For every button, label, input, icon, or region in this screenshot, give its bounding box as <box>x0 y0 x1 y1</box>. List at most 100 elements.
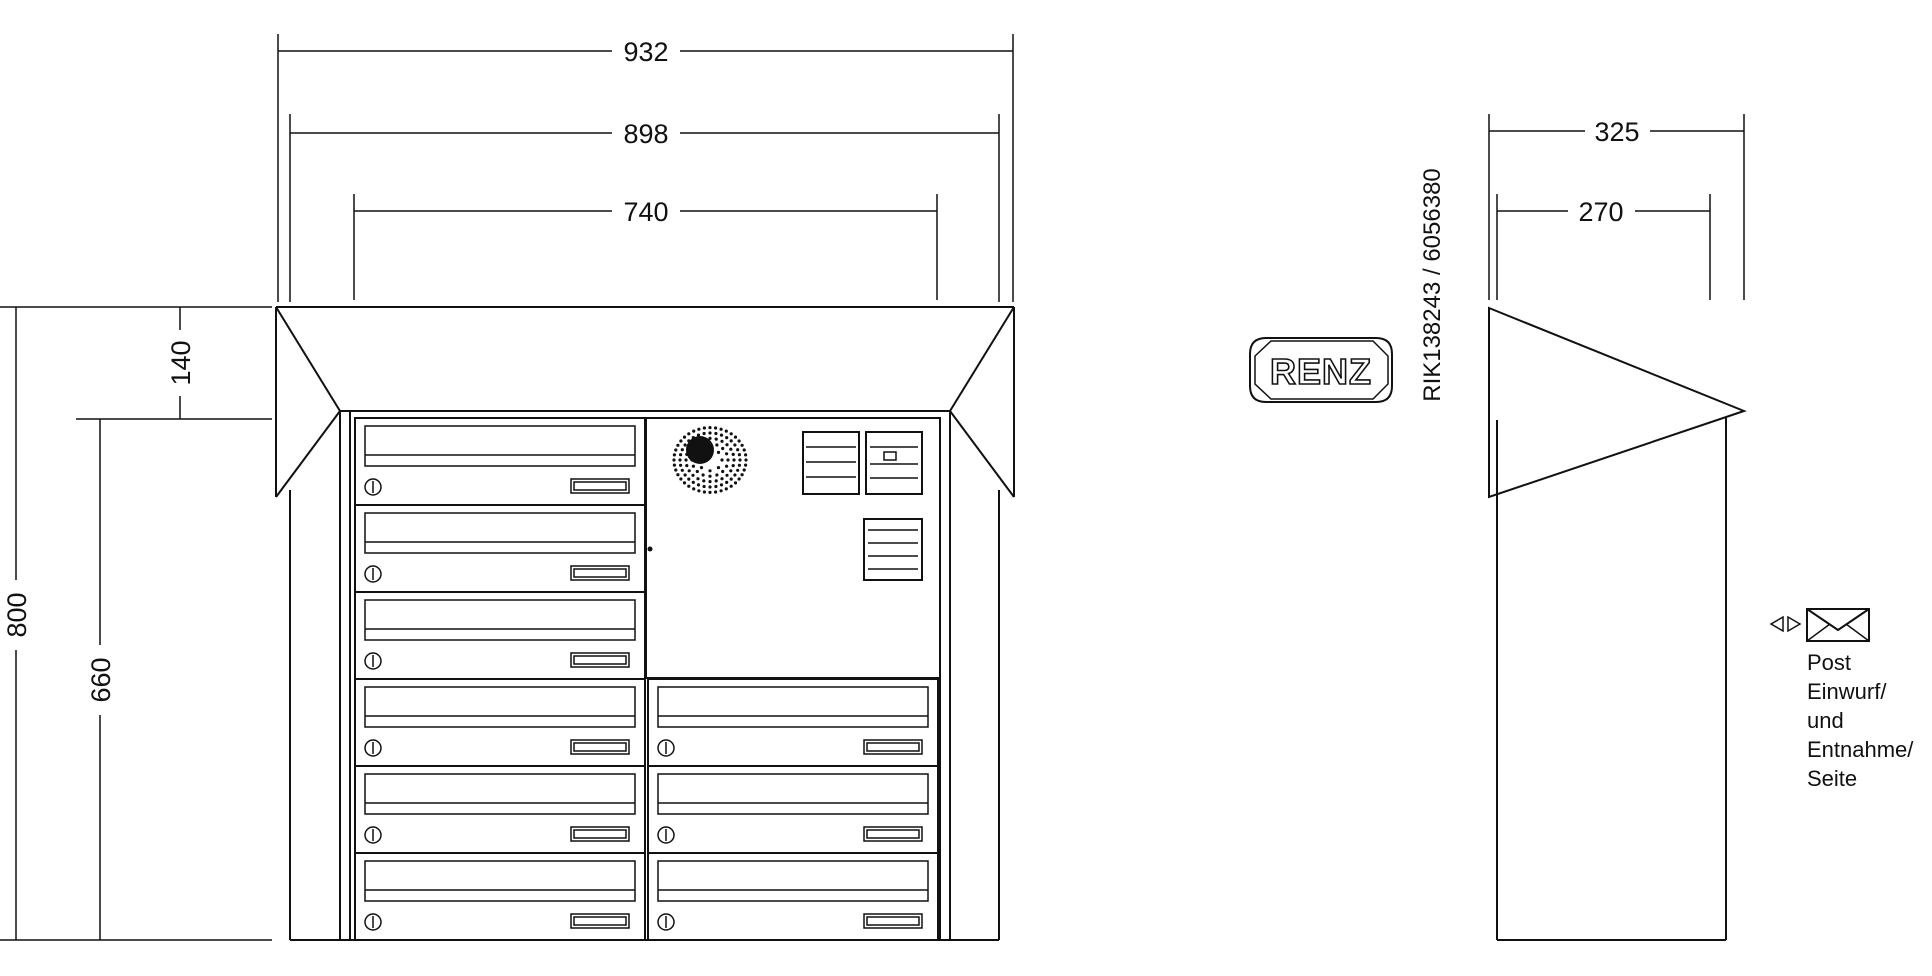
dimension-lower-height: 660 <box>76 418 272 940</box>
speaker-hole <box>683 473 687 477</box>
speaker-hole <box>687 477 691 481</box>
speaker-hole <box>679 463 683 467</box>
lock-icon <box>364 739 382 757</box>
mailbox-unit <box>354 504 646 593</box>
speaker-hole <box>714 484 718 489</box>
dimension-value-932: 932 <box>623 37 668 67</box>
access-side-indicator: Post Einwurf/ und Entnahme/ Seite <box>1769 608 1914 791</box>
logo-text: RENZ <box>1270 351 1372 392</box>
front-view <box>275 306 1015 941</box>
mail-slot-flap <box>364 599 636 641</box>
speaker-hole <box>719 433 724 437</box>
left-right-arrows-icon <box>1769 615 1802 633</box>
speaker-hole <box>672 458 676 462</box>
speaker-hole <box>699 466 704 470</box>
speaker-hole <box>682 481 687 485</box>
name-tag <box>570 652 630 668</box>
speaker-hole <box>725 436 729 440</box>
lock-icon <box>364 913 382 931</box>
lock-icon <box>657 826 675 844</box>
speaker-hole <box>691 473 695 477</box>
speaker-hole <box>737 439 741 443</box>
speaker-hole <box>729 439 733 443</box>
speaker-hole <box>672 463 677 467</box>
speaker-hole <box>708 469 712 473</box>
speaker-hole <box>697 489 701 493</box>
speaker-hole <box>674 448 678 452</box>
bell-button-panel-icon <box>802 431 923 495</box>
mailbox-column-right <box>647 678 939 941</box>
speaker-hole <box>679 439 683 443</box>
speaker-hole <box>696 439 700 443</box>
speaker-hole <box>719 489 723 493</box>
speaker-hole <box>678 458 682 462</box>
dimension-value-740: 740 <box>623 197 668 227</box>
dimension-roof-height: 140 <box>166 307 196 419</box>
speaker-hole <box>680 468 684 472</box>
mail-slot-flap <box>364 425 636 467</box>
speaker-hole <box>691 480 695 484</box>
speaker-hole <box>702 484 706 489</box>
speaker-hole <box>737 453 742 457</box>
dimension-value-325: 325 <box>1594 117 1639 147</box>
speaker-hole <box>725 473 729 477</box>
dimension-value-270: 270 <box>1578 197 1623 227</box>
roof-canopy <box>275 306 1015 498</box>
speaker-hole <box>708 474 712 478</box>
speaker-hole <box>714 479 718 483</box>
speaker-hole <box>708 442 712 446</box>
speaker-hole <box>729 477 733 481</box>
speaker-hole <box>732 458 736 462</box>
lock-icon <box>364 652 382 670</box>
name-tag <box>570 565 630 581</box>
speaker-hole <box>695 469 699 474</box>
speaker-hole <box>721 446 725 451</box>
speaker-hole <box>720 439 724 443</box>
speaker-hole <box>733 435 738 439</box>
speaker-hole <box>696 477 700 481</box>
name-tag-panel-icon <box>863 518 923 581</box>
speaker-hole <box>702 426 707 430</box>
speaker-hole <box>676 473 680 477</box>
speaker-hole <box>729 469 733 473</box>
speaker-hole <box>697 427 701 431</box>
speaker-hole <box>687 447 691 451</box>
speaker-hole <box>714 490 718 494</box>
lock-icon <box>364 826 382 844</box>
name-tag <box>863 913 923 929</box>
dimension-value-800: 800 <box>2 592 32 637</box>
speaker-hole <box>708 490 712 494</box>
mailbox-unit <box>647 678 939 767</box>
speaker-hole <box>736 468 740 472</box>
mailbox-unit <box>354 852 646 941</box>
speaker-hole <box>701 443 705 447</box>
speaker-hole <box>731 452 735 456</box>
mail-slot-flap <box>364 686 636 728</box>
speaker-hole <box>699 450 704 454</box>
speaker-hole <box>708 436 712 440</box>
speaker-hole <box>740 473 744 477</box>
speaker-hole <box>737 463 742 467</box>
speaker-hole <box>683 443 687 447</box>
dimension-value-140: 140 <box>166 340 196 385</box>
speaker-hole <box>702 437 706 441</box>
speaker-hole <box>729 484 733 488</box>
mailbox-unit <box>354 678 646 767</box>
article-code: RIK138243 / 6056380 <box>1419 168 1446 402</box>
speaker-hole <box>742 468 746 472</box>
speaker-hole <box>708 426 712 430</box>
mail-slot-flap <box>364 512 636 554</box>
access-label-line-2: Einwurf/ <box>1807 679 1887 704</box>
speaker-hole <box>680 448 684 452</box>
speaker-hole <box>715 443 719 447</box>
speaker-hole <box>674 468 678 472</box>
speaker-hole <box>679 453 683 457</box>
speaker-hole <box>721 469 725 474</box>
speaker-hole <box>708 485 712 489</box>
speaker-hole <box>744 463 748 467</box>
speaker-hole <box>720 458 724 462</box>
speaker-hole <box>695 446 699 451</box>
dimension-overall-depth: 325 <box>1488 114 1745 300</box>
speaker-hole <box>676 443 680 447</box>
